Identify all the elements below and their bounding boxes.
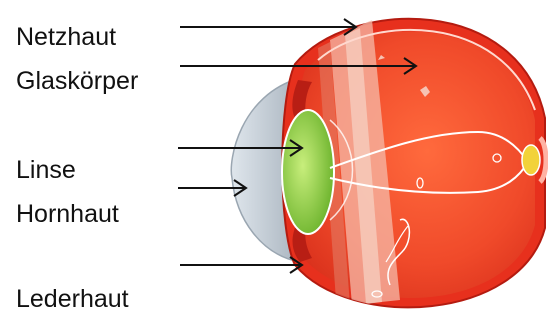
arrow-hornhaut	[178, 180, 246, 196]
label-glaskoerper: Glaskörper	[16, 69, 138, 94]
arrow-lederhaut	[180, 257, 302, 273]
label-lederhaut: Lederhaut	[16, 287, 129, 312]
arrow-netzhaut	[180, 19, 356, 35]
optic-disc	[522, 145, 540, 175]
label-hornhaut: Hornhaut	[16, 202, 119, 227]
lens-shape	[282, 110, 334, 234]
label-linse: Linse	[16, 158, 76, 183]
label-netzhaut: Netzhaut	[16, 25, 116, 50]
